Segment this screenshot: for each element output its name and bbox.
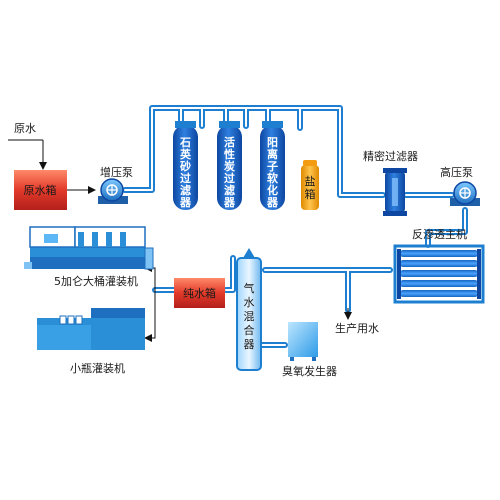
salt-tank-label: 盐箱 [305, 175, 316, 201]
high-pressure-pump-label: 高压泵 [440, 165, 473, 179]
high-pressure-pump-icon [450, 181, 480, 206]
precision-filter-label: 精密过滤器 [363, 149, 418, 163]
pipes [122, 105, 468, 348]
raw-water-tank: 原水箱 [14, 170, 67, 210]
activated-carbon-filter: 活性炭过滤器 [217, 121, 242, 210]
barrel-filling-machine [24, 226, 154, 270]
gas-water-mixer-label: 气水混合器 [244, 281, 255, 351]
gas-water-mixer: 气水混合器 [236, 248, 262, 371]
bottle-filling-machine [37, 308, 145, 350]
pure-water-tank-label: 纯水箱 [183, 286, 216, 300]
bottle-filler-label: 小瓶灌装机 [70, 361, 125, 375]
precision-filter [383, 168, 407, 216]
activated-carbon-filter-label: 活性炭过滤器 [223, 135, 236, 209]
pure-water-tank: 纯水箱 [174, 278, 225, 308]
reverse-osmosis-unit [393, 244, 485, 304]
cation-softener-label: 阳离子软化器 [266, 135, 279, 209]
booster-pump-icon [98, 178, 128, 204]
ozone-generator-label: 臭氧发生器 [282, 364, 337, 378]
raw-water-label: 原水 [14, 122, 36, 135]
cation-softener: 阳离子软化器 [260, 121, 285, 210]
booster-pump-label: 增压泵 [100, 165, 133, 179]
quartz-sand-filter: 石英砂过滤器 [173, 121, 198, 210]
raw-water-tank-label: 原水箱 [24, 183, 57, 197]
ro-unit-label: 反渗透主机 [412, 227, 467, 241]
production-water-label: 生产用水 [335, 321, 379, 335]
flow-arrows [8, 139, 352, 342]
salt-tank: 盐箱 [301, 160, 319, 210]
ozone-generator [288, 322, 318, 361]
quartz-sand-filter-label: 石英砂过滤器 [179, 136, 192, 209]
barrel-filler-label: 5加仑大桶灌装机 [54, 274, 138, 288]
